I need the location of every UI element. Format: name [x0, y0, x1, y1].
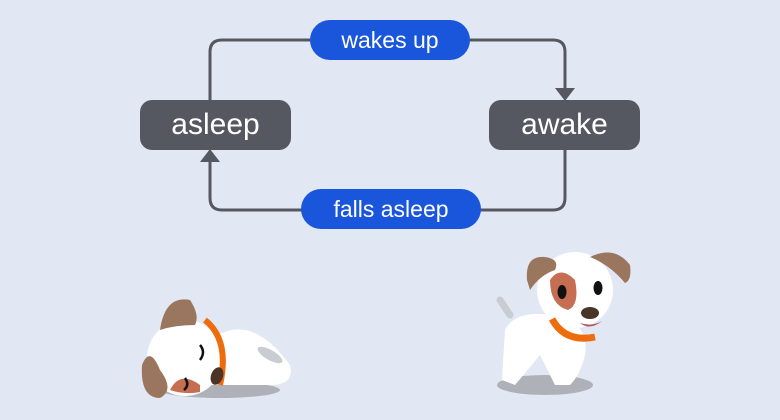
transition-wakes-up: wakes up: [310, 20, 470, 60]
state-awake-label: awake: [521, 108, 608, 141]
state-awake: awake: [489, 100, 640, 150]
arrowhead-asleep: [200, 149, 220, 162]
state-asleep: asleep: [140, 100, 291, 150]
transition-falls-asleep: falls asleep: [301, 189, 481, 229]
state-asleep-label: asleep: [171, 108, 260, 141]
transition-falls-asleep-label: falls asleep: [333, 195, 449, 222]
arrowhead-awake: [555, 88, 575, 101]
awake-dog-illustration: [496, 252, 631, 395]
sleeping-dog-illustration: [141, 299, 291, 398]
transition-wakes-up-label: wakes up: [341, 26, 439, 53]
